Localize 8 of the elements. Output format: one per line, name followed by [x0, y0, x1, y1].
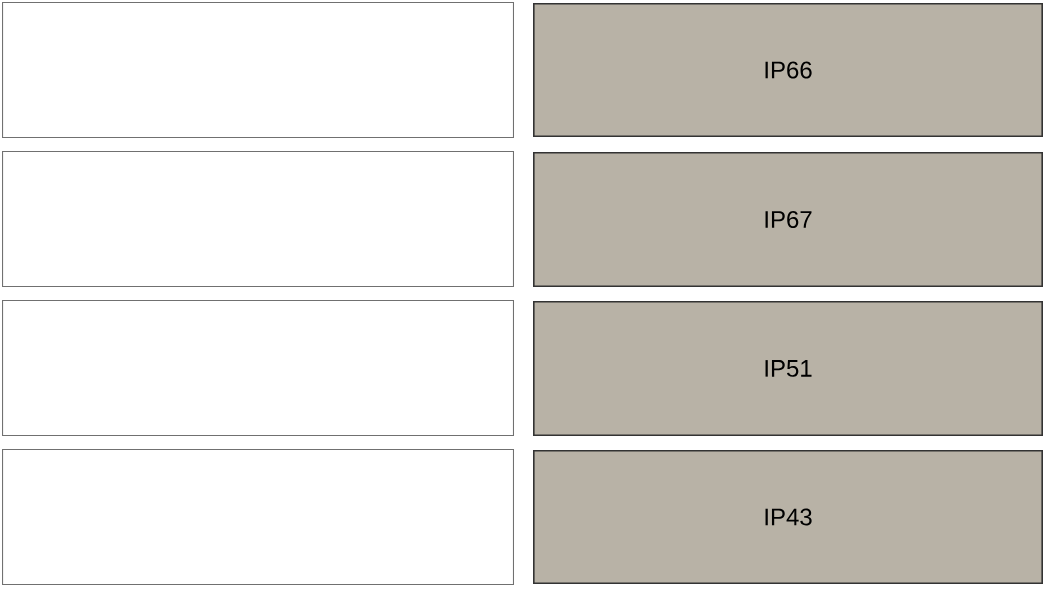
rating-card: IP43	[533, 450, 1043, 584]
answer-box	[2, 300, 514, 436]
rating-card: IP66	[533, 3, 1043, 137]
rating-card: IP67	[533, 152, 1043, 287]
answer-box	[2, 151, 514, 287]
answer-box	[2, 2, 514, 138]
answer-box	[2, 449, 514, 585]
rating-card: IP51	[533, 301, 1043, 436]
